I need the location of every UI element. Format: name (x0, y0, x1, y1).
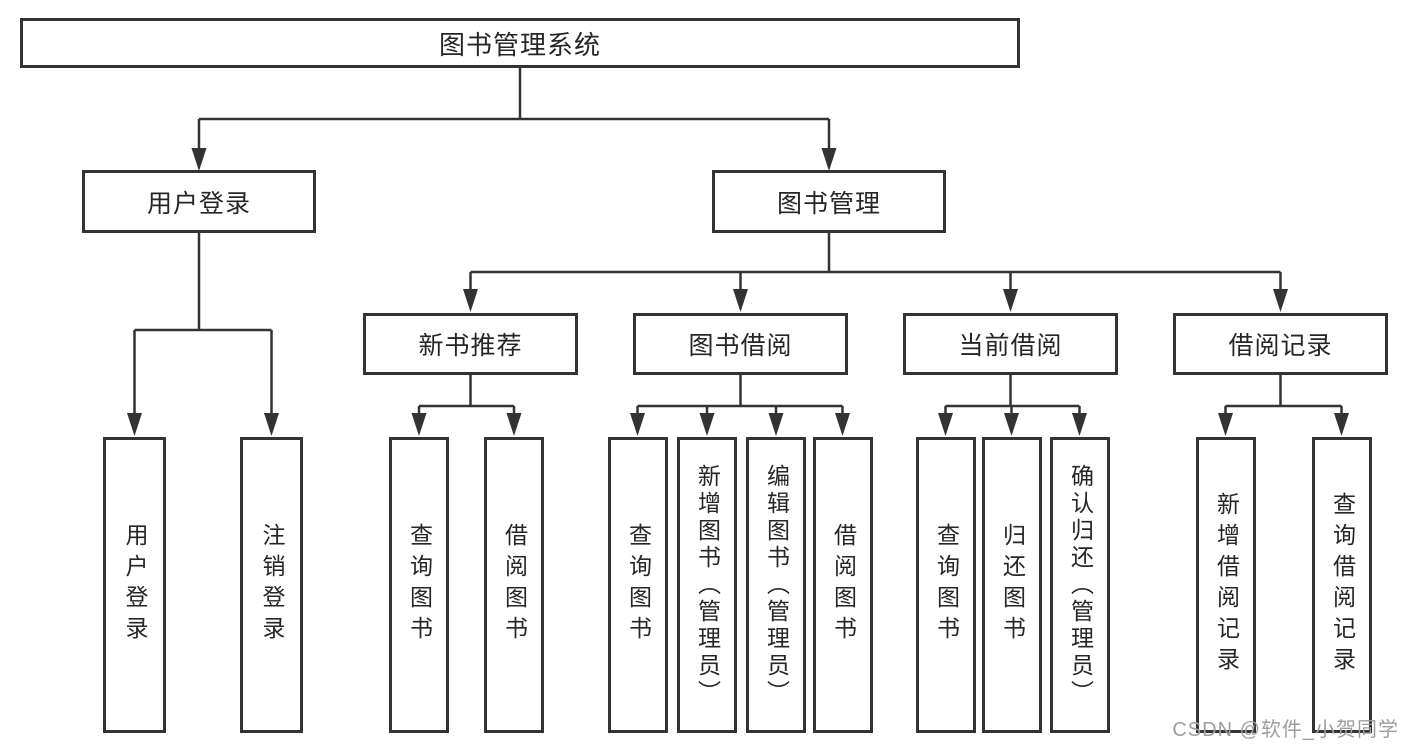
leaf-current-confirm-return-admin: 确认归还（管理员） (1050, 437, 1110, 733)
leaf-user-login-label: 用户登录 (122, 523, 148, 647)
leaf-recommend-borrow-books: 借阅图书 (484, 437, 544, 733)
connector-recommend-children (417, 375, 516, 416)
node-book-borrow-label: 图书借阅 (688, 332, 793, 360)
leaf-user-login: 用户登录 (103, 437, 166, 733)
leaf-logout-label: 注销登录 (259, 523, 285, 647)
leaf-current-confirm-return-admin-label: 确认归还（管理员） (1067, 463, 1094, 707)
node-book-borrow: 图书借阅 (633, 313, 848, 375)
arrow-down-icon (127, 413, 142, 436)
leaf-current-return-books: 归还图书 (982, 437, 1042, 733)
arrow-down-icon (733, 289, 748, 312)
node-current-borrow: 当前借阅 (903, 313, 1118, 375)
leaf-records-add-record-label: 新增借阅记录 (1213, 492, 1240, 678)
arrow-down-icon (506, 413, 522, 436)
arrow-down-icon (191, 148, 207, 171)
leaf-logout: 注销登录 (240, 437, 303, 733)
leaf-borrow-add-books-admin-label: 新增图书（管理员） (694, 463, 721, 707)
node-book-mgmt: 图书管理 (712, 170, 946, 233)
arrow-down-icon (264, 413, 279, 436)
arrow-down-icon (938, 413, 953, 436)
leaf-current-query-books-label: 查询图书 (933, 523, 960, 647)
connector-current-children (944, 375, 1081, 416)
leaf-borrow-borrow-books: 借阅图书 (813, 437, 873, 733)
node-user-login: 用户登录 (82, 170, 316, 233)
leaf-borrow-add-books-admin: 新增图书（管理员） (677, 437, 737, 733)
arrow-down-icon (1003, 289, 1018, 312)
watermark-text: CSDN @软件_小贺同学 (1172, 719, 1399, 741)
leaf-borrow-edit-books-admin-label: 编辑图书（管理员） (763, 463, 790, 707)
node-current-borrow-label: 当前借阅 (958, 332, 1063, 360)
arrow-down-icon (699, 413, 715, 436)
leaf-records-query-record-label: 查询借阅记录 (1329, 492, 1356, 678)
leaf-current-query-books: 查询图书 (916, 437, 976, 733)
arrow-down-icon (821, 148, 837, 171)
node-book-mgmt-label: 图书管理 (776, 189, 881, 218)
leaf-current-return-books-label: 归还图书 (999, 523, 1026, 647)
node-root: 图书管理系统 (20, 18, 1020, 68)
node-root-label: 图书管理系统 (438, 29, 601, 60)
leaf-borrow-edit-books-admin: 编辑图书（管理员） (746, 437, 806, 733)
node-borrow-records: 借阅记录 (1173, 313, 1388, 375)
arrow-down-icon (630, 413, 645, 436)
leaf-borrow-query-books: 查询图书 (608, 437, 668, 733)
connector-records-children (1224, 375, 1343, 416)
connector-book-mgmt-children (469, 233, 1282, 292)
leaf-recommend-query-books: 查询图书 (389, 437, 449, 733)
arrow-down-icon (411, 413, 427, 436)
connector-user-login-children (133, 233, 273, 416)
leaf-recommend-borrow-books-label: 借阅图书 (501, 523, 528, 647)
arrow-down-icon (1218, 413, 1233, 436)
arrow-down-icon (1334, 413, 1349, 436)
arrow-down-icon (1072, 413, 1087, 436)
node-borrow-records-label: 借阅记录 (1228, 332, 1333, 360)
node-new-book-recommend-label: 新书推荐 (418, 332, 523, 360)
connector-borrow-children (636, 375, 844, 416)
connector-root-to-level1 (197, 68, 831, 151)
arrowheads (127, 148, 1349, 436)
leaf-records-query-record: 查询借阅记录 (1312, 437, 1372, 733)
arrow-down-icon (463, 289, 478, 312)
arrow-down-icon (1004, 413, 1019, 436)
node-user-login-label: 用户登录 (146, 189, 251, 218)
arrow-down-icon (835, 413, 850, 436)
leaf-borrow-borrow-books-label: 借阅图书 (830, 523, 857, 647)
leaf-records-add-record: 新增借阅记录 (1196, 437, 1256, 733)
arrow-down-icon (1273, 289, 1288, 312)
leaf-recommend-query-books-label: 查询图书 (406, 523, 433, 647)
leaf-borrow-query-books-label: 查询图书 (625, 523, 652, 647)
arrow-down-icon (768, 413, 784, 436)
node-new-book-recommend: 新书推荐 (363, 313, 578, 375)
